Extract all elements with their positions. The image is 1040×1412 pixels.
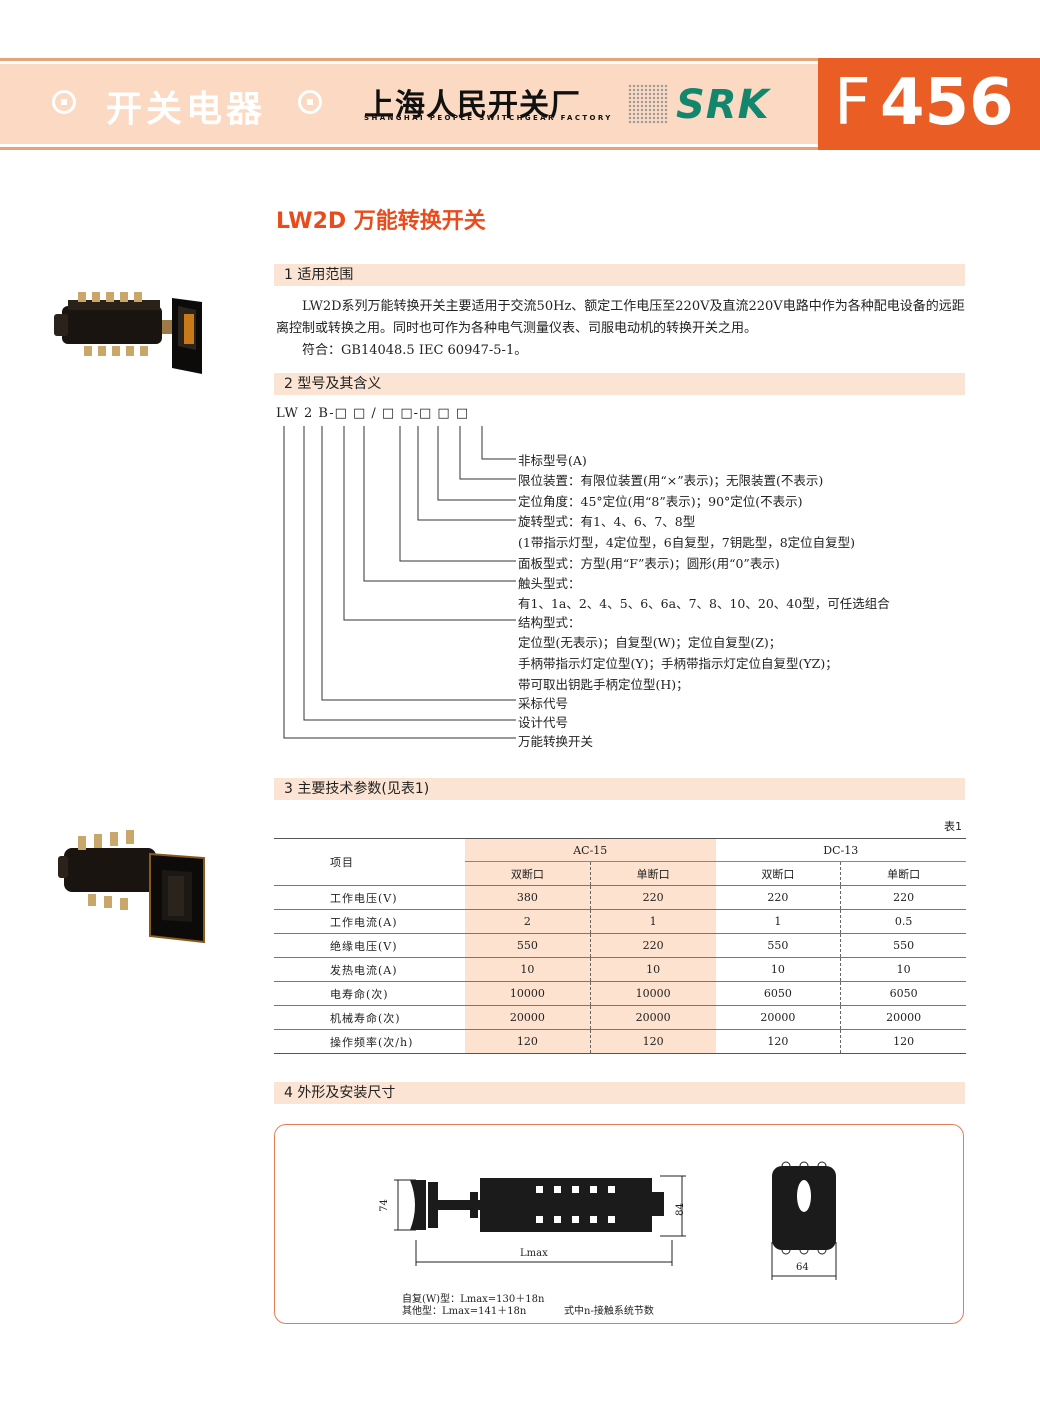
model-line: 万能转换开关 xyxy=(518,734,594,749)
tech-params-table: 项目 AC-15 DC-13 双断口 单断口 双断口 单断口 工作电压(V) 3… xyxy=(274,838,966,1054)
table-row: 电寿命(次) 10000 10000 6050 6050 xyxy=(274,981,966,1006)
table-row: 绝缘电压(V) 550 220 550 550 xyxy=(274,933,966,958)
model-leader-lines xyxy=(283,426,516,739)
page-code-prefix: F xyxy=(834,66,871,140)
model-line: (1带指示灯型，4定位型，6自复型，7钥匙型，8定位自复型) xyxy=(518,535,856,550)
category-tag: 开关电器 xyxy=(106,89,267,130)
model-line: 旋转型式：有1、4、6、7、8型 xyxy=(518,514,696,529)
dim-lmax: Lmax xyxy=(520,1248,548,1259)
page-code-box xyxy=(818,58,1040,150)
model-line: 定位型(无表示)；自复型(W)；定位自复型(Z)； xyxy=(518,635,782,650)
dim-64: 64 xyxy=(796,1262,809,1273)
table-header-dc: DC-13 xyxy=(715,838,966,862)
table-row: 工作电流(A) 2 1 1 0.5 xyxy=(274,909,966,934)
lmax-note-n: 式中n-接触系统节数 xyxy=(564,1306,654,1317)
table-subheader: 双断口 xyxy=(465,861,591,886)
drawing-frame xyxy=(274,1124,964,1324)
header-rule-bottom xyxy=(0,147,1040,150)
bullet-circle-icon xyxy=(298,90,322,114)
dim-74: 74 xyxy=(378,1199,390,1212)
header-band xyxy=(0,64,818,144)
lmax-note-w: 自复(W)型：Lmax=130＋18n xyxy=(402,1294,545,1305)
scope-paragraph: LW2D系列万能转换开关主要适用于交流50Hz、额定工作电压至220V及直流22… xyxy=(276,299,965,336)
table-row: 操作频率(次/h) 120 120 120 120 xyxy=(274,1029,966,1054)
section-heading-scope: 1 适用范围 xyxy=(274,264,965,286)
model-line: 手柄带指示灯定位型(Y)；手柄带指示灯定位自复型(YZ)； xyxy=(518,656,838,671)
model-line: 设计代号 xyxy=(518,715,569,730)
model-line: 触头型式： xyxy=(518,576,581,591)
table-row: 机械寿命(次) 20000 20000 20000 20000 xyxy=(274,1005,966,1030)
dot-pattern-icon xyxy=(628,84,668,124)
product-photo-front xyxy=(54,292,202,374)
dim-84: 84 xyxy=(674,1203,686,1216)
lmax-note-other: 其他型：Lmax=141＋18n xyxy=(402,1306,527,1317)
model-line: 限位装置：有限位装置(用“×”表示)；无限装置(不表示) xyxy=(518,473,824,488)
page-code-number: 456 xyxy=(880,66,1014,140)
model-line: 有1、1a、2、4、5、6、6a、7、8、10、20、40型，可任选组合 xyxy=(518,596,890,611)
table-header-ac: AC-15 xyxy=(465,838,716,862)
product-photo-angle xyxy=(58,830,205,944)
model-line: 面板型式：方型(用“F”表示)；圆形(用“0”表示) xyxy=(518,556,780,571)
table-subheader: 单断口 xyxy=(840,861,966,886)
company-name-cn: 上海人民开关厂 xyxy=(364,88,581,123)
company-name-en: SHANGHAI PEOPLE SWITCHGEAR FACTORY xyxy=(364,114,613,122)
table-label: 表1 xyxy=(944,820,962,833)
model-line: 采标代号 xyxy=(518,696,569,711)
model-line: 带可取出钥匙手柄定位型(H)； xyxy=(518,677,689,692)
table-subheader: 双断口 xyxy=(715,861,841,886)
bullet-circle-icon xyxy=(52,90,76,114)
side-view-drawing xyxy=(394,1175,686,1266)
model-code: LW 2 B-□ □ / □ □-□ □ □ xyxy=(276,406,470,421)
front-view-drawing xyxy=(771,1161,837,1280)
model-line: 非标型号(A) xyxy=(518,453,587,468)
standards-paragraph: 符合：GB14048.5 IEC 60947-5-1。 xyxy=(302,343,528,358)
section-heading-model: 2 型号及其含义 xyxy=(274,373,965,395)
table-row: 发热电流(A) 10 10 10 10 xyxy=(274,957,966,982)
table-header-item: 项目 xyxy=(274,838,465,886)
page-title: LW2D 万能转换开关 xyxy=(276,209,486,234)
model-line: 结构型式： xyxy=(518,615,581,630)
section-heading-params: 3 主要技术参数(见表1) xyxy=(274,778,965,800)
section-heading-dimensions: 4 外形及安装尺寸 xyxy=(274,1082,965,1104)
table-subheader: 单断口 xyxy=(589,861,716,886)
brand-logo: SRK xyxy=(676,82,770,128)
table-row: 工作电压(V) 380 220 220 220 xyxy=(274,885,966,910)
model-line: 定位角度：45°定位(用“8”表示)；90°定位(不表示) xyxy=(518,494,803,509)
header-rule-top xyxy=(0,58,1040,61)
